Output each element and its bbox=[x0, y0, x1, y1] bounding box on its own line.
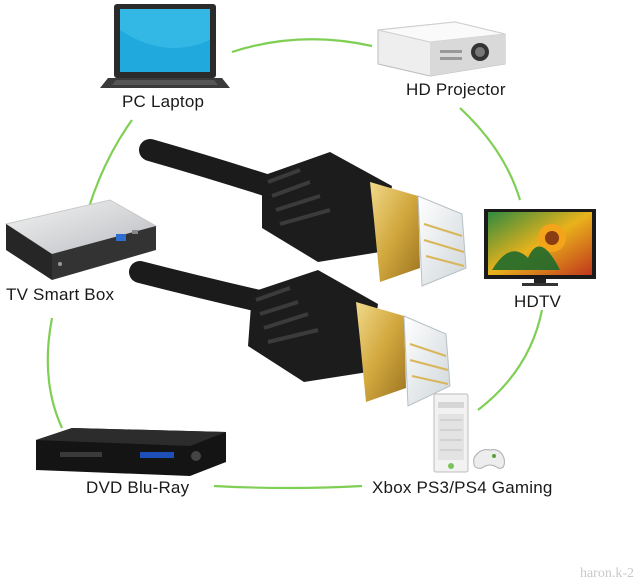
game-console-icon bbox=[433, 393, 505, 473]
tv-smart-box-label: TV Smart Box bbox=[6, 285, 115, 304]
hd-projector-label: HD Projector bbox=[406, 80, 506, 99]
laptop-icon bbox=[100, 4, 230, 88]
dvd-blu-ray-label: DVD Blu-Ray bbox=[86, 478, 190, 497]
set-top-box-icon bbox=[4, 199, 158, 280]
tv-icon bbox=[484, 209, 596, 286]
dvd-player-icon bbox=[36, 428, 226, 476]
pc-laptop-label: PC Laptop bbox=[122, 92, 205, 111]
hdtv-label: HDTV bbox=[514, 292, 562, 311]
ethernet-cable-icon bbox=[129, 139, 467, 407]
watermark: haron.k-2 bbox=[579, 566, 634, 581]
xbox-gaming-label: Xbox PS3/PS4 Gaming bbox=[372, 478, 553, 497]
projector-icon bbox=[377, 21, 506, 77]
